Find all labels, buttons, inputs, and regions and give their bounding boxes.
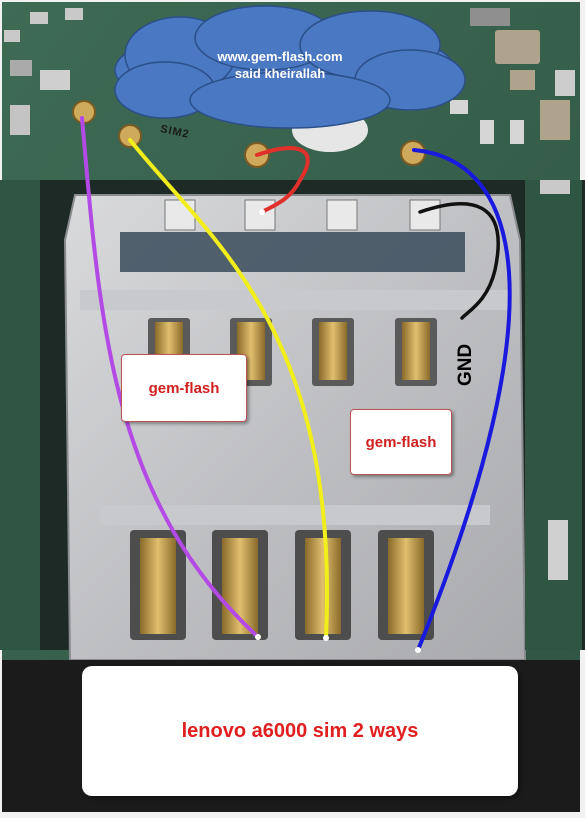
yellow-wire bbox=[128, 138, 330, 640]
caption-text: lenovo a6000 sim 2 ways bbox=[181, 719, 419, 742]
wire-endpoints bbox=[255, 209, 421, 653]
pcb-components bbox=[4, 8, 575, 152]
red-wire bbox=[255, 146, 310, 214]
gnd-label: GND bbox=[455, 343, 476, 386]
gem-flash-label-left: gem-flash bbox=[121, 354, 247, 422]
watermark-url: www.gem-flash.com bbox=[217, 49, 343, 64]
black-wire bbox=[418, 202, 500, 320]
solder-pads bbox=[72, 100, 426, 168]
caption-box: lenovo a6000 sim 2 ways bbox=[82, 666, 518, 796]
watermark-author: said kheirallah bbox=[234, 66, 326, 81]
gem-flash-label-right: gem-flash bbox=[350, 409, 452, 475]
watermark-text: www.gem-flash.com said kheirallah bbox=[150, 48, 410, 82]
cloud-watermark bbox=[114, 5, 466, 129]
sim-tray bbox=[63, 194, 527, 661]
blue-wire bbox=[412, 148, 512, 652]
